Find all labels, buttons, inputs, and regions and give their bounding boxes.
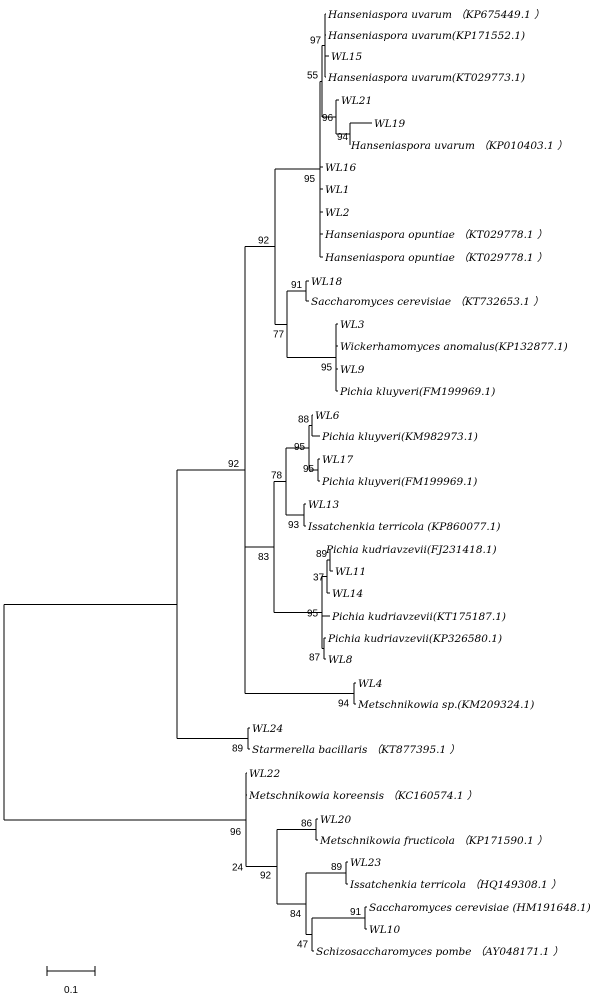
bootstrap-value: 92 (260, 871, 272, 882)
taxon-labels: Hanseniaspora uvarum （KP675449.1 ） Hansen… (248, 9, 591, 958)
bootstrap-value: 55 (307, 70, 319, 81)
bootstrap-value: 95 (307, 609, 319, 620)
taxon-label: WL4 (358, 678, 382, 690)
bootstrap-value: 92 (258, 236, 270, 247)
bootstrap-value: 86 (301, 819, 313, 830)
bootstrap-value: 95 (303, 464, 315, 475)
bootstrap-value: 94 (337, 132, 349, 143)
taxon-label: Metschnikowia koreensis （KC160574.1 ） (248, 790, 477, 802)
bootstrap-value: 89 (232, 744, 244, 755)
taxon-label: Pichia kudriavzevii(KT175187.1) (331, 611, 506, 623)
bootstrap-value: 91 (350, 907, 362, 918)
taxon-label: WL23 (350, 857, 381, 869)
taxon-label: WL17 (322, 454, 353, 466)
taxon-label: Pichia kudriavzevii(KP326580.1) (327, 633, 502, 645)
taxon-label: Hanseniaspora opuntiae （KT029778.1 ） (324, 252, 547, 264)
taxon-label: Schizosaccharomyces pombe （AY048171.1 ） (316, 946, 563, 958)
scale-bar: 0.1 (46, 966, 96, 996)
bootstrap-value: 92 (228, 459, 240, 470)
bootstrap-values: 9794965595919577928895959378893787958394… (228, 36, 362, 951)
taxon-label: Saccharomyces cerevisiae (HM191648.1) (369, 902, 591, 914)
taxon-label: WL11 (335, 566, 366, 578)
taxon-label: Pichia kluyveri(FM199969.1) (321, 476, 477, 488)
bootstrap-value: 89 (316, 549, 328, 560)
taxon-label: WL10 (369, 924, 400, 936)
taxon-label: WL14 (332, 588, 363, 600)
bootstrap-value: 95 (304, 174, 316, 185)
tree-branches (3, 13, 372, 952)
bootstrap-value: 77 (273, 329, 285, 340)
taxon-label: WL24 (252, 723, 283, 735)
taxon-label: Hanseniaspora uvarum （KP675449.1 ） (327, 9, 545, 21)
bootstrap-value: 78 (271, 470, 283, 481)
taxon-label: WL1 (325, 184, 349, 196)
bootstrap-value: 89 (331, 862, 343, 873)
taxon-label: Starmerella bacillaris （KT877395.1 ） (252, 744, 460, 756)
bootstrap-value: 84 (290, 909, 302, 920)
bootstrap-value: 95 (321, 363, 333, 374)
bootstrap-value: 96 (230, 827, 242, 838)
bootstrap-value: 93 (288, 520, 300, 531)
taxon-label: Saccharomyces cerevisiae （KT732653.1 ） (311, 296, 544, 308)
taxon-label: Wickerhamomyces anomalus(KP132877.1) (340, 341, 568, 353)
bootstrap-value: 87 (309, 653, 321, 664)
taxon-label: WL18 (311, 276, 342, 288)
taxon-label: Pichia kluyveri(KM982973.1) (321, 431, 478, 443)
taxon-label: WL3 (340, 319, 365, 331)
bootstrap-value: 24 (232, 863, 244, 874)
taxon-label: WL8 (328, 654, 353, 666)
bootstrap-value: 88 (298, 415, 310, 426)
bootstrap-value: 37 (313, 573, 325, 584)
taxon-label: Pichia kluyveri(FM199969.1) (339, 386, 495, 398)
taxon-label: WL13 (308, 499, 339, 511)
taxon-label: WL19 (374, 118, 405, 130)
taxon-label: WL22 (249, 768, 280, 780)
taxon-label: Hanseniaspora uvarum(KP171552.1) (327, 30, 525, 42)
bootstrap-value: 47 (297, 940, 309, 951)
taxon-label: WL6 (315, 410, 340, 422)
taxon-label: WL21 (341, 95, 372, 107)
taxon-label: Metschnikowia fructicola （KP171590.1 ） (319, 835, 548, 847)
taxon-label: Hanseniaspora opuntiae （KT029778.1 ） (324, 229, 547, 241)
bootstrap-value: 96 (322, 113, 334, 124)
bootstrap-value: 97 (310, 36, 322, 47)
taxon-label: Issatchenkia terricola (KP860077.1) (307, 521, 501, 533)
taxon-label: WL16 (325, 162, 356, 174)
scale-bar-label: 0.1 (64, 985, 78, 996)
taxon-label: Hanseniaspora uvarum （KP010403.1 ） (350, 140, 568, 152)
taxon-label: Metschnikowia sp.(KM209324.1) (357, 699, 534, 711)
bootstrap-value: 95 (294, 442, 306, 453)
bootstrap-value: 91 (291, 280, 303, 291)
taxon-label: Pichia kudriavzevii(FJ231418.1) (325, 544, 497, 556)
taxon-label: WL15 (331, 51, 362, 63)
bootstrap-value: 83 (258, 552, 270, 563)
taxon-label: WL20 (320, 814, 351, 826)
taxon-label: WL2 (325, 207, 350, 219)
taxon-label: Hanseniaspora uvarum(KT029773.1) (327, 72, 525, 84)
taxon-label: Issatchenkia terricola （HQ149308.1 ） (349, 879, 562, 891)
bootstrap-value: 94 (338, 699, 350, 710)
taxon-label: WL9 (340, 364, 365, 376)
